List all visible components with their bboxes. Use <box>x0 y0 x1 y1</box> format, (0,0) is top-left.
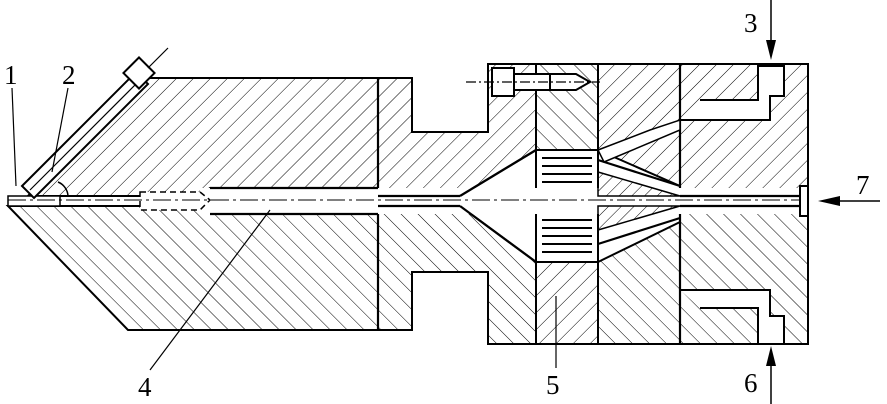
arrow-7 <box>818 196 880 206</box>
leader-1 <box>11 87 17 187</box>
callout-1: 1 <box>4 60 18 90</box>
inlet-fitting-7 <box>799 185 809 217</box>
cone-lower-hatch <box>597 205 681 232</box>
die-lower-left-body <box>5 205 379 331</box>
leader-2 <box>51 87 69 173</box>
die-lip <box>7 195 61 207</box>
coolant-channel-upper <box>596 65 785 163</box>
coolant-channel-lower <box>680 289 785 345</box>
callout-5: 5 <box>546 370 560 400</box>
cone-upper-hatch <box>597 170 681 197</box>
flow-channel-outline <box>210 149 808 263</box>
callout-6: 6 <box>744 368 758 398</box>
arrow-3 <box>766 0 776 60</box>
callout-3: 3 <box>744 8 758 38</box>
callout-7: 7 <box>856 170 870 200</box>
arrow-6 <box>766 346 776 404</box>
callout-4: 4 <box>138 372 152 402</box>
top-heater-bolt <box>466 67 600 97</box>
breaker-plate-lower <box>535 261 599 345</box>
melt-flow-channel <box>200 188 808 214</box>
connector-lower-block <box>377 205 537 345</box>
leader-4 <box>149 209 271 371</box>
callout-2: 2 <box>62 60 76 90</box>
mandrel-tip <box>139 191 212 211</box>
